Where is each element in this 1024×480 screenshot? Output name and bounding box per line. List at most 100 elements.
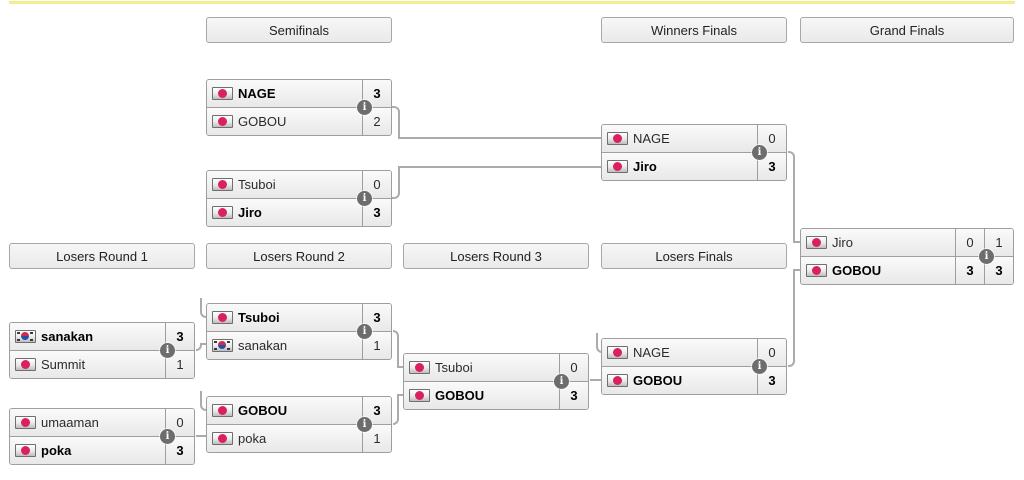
flag-icon-japan: [409, 389, 430, 402]
match-losers-round3: Tsuboi 0 GOBOU 3 i: [403, 353, 589, 410]
connector-line: [793, 269, 800, 271]
connector-line: [397, 366, 403, 368]
score: 3: [362, 304, 391, 331]
flag-icon-japan: [212, 87, 233, 100]
match-row[interactable]: NAGE 0: [602, 125, 786, 152]
score: 3: [165, 437, 194, 464]
flag-icon-japan: [409, 361, 430, 374]
info-icon-glyph: i: [757, 360, 762, 372]
connector-line: [393, 330, 399, 368]
player-name[interactable]: Jiro: [238, 205, 262, 220]
connector-line: [196, 343, 202, 351]
info-icon[interactable]: i: [357, 324, 372, 339]
info-icon[interactable]: i: [752, 145, 767, 160]
match-row[interactable]: NAGE 0: [602, 339, 786, 366]
match-row[interactable]: GOBOU 3 3: [801, 256, 1013, 284]
match-losers-round1-2: umaaman 0 poka 3 i: [9, 408, 195, 465]
flag-icon-japan: [15, 358, 36, 371]
player-name[interactable]: GOBOU: [238, 114, 287, 129]
flag-icon-japan: [607, 374, 628, 387]
round-header-losers-round-1: Losers Round 1: [9, 243, 195, 269]
match-row[interactable]: GOBOU 3: [404, 381, 588, 409]
round-header-label: Semifinals: [269, 22, 329, 38]
round-header-label: Winners Finals: [651, 22, 737, 38]
info-icon[interactable]: i: [554, 374, 569, 389]
player-name[interactable]: GOBOU: [633, 373, 683, 388]
player-name[interactable]: NAGE: [238, 86, 276, 101]
connector-line: [398, 166, 601, 168]
info-icon[interactable]: i: [160, 429, 175, 444]
player-name[interactable]: sanakan: [41, 329, 94, 344]
player-name[interactable]: GOBOU: [238, 403, 288, 418]
player-name[interactable]: Tsuboi: [435, 360, 473, 375]
flag-icon-japan: [15, 444, 36, 457]
score: 0: [559, 354, 588, 381]
connector-line: [392, 166, 400, 199]
info-icon[interactable]: i: [357, 100, 372, 115]
score: 0: [757, 125, 786, 152]
info-icon-glyph: i: [362, 101, 367, 113]
score: 3: [757, 367, 786, 394]
player-name[interactable]: NAGE: [633, 131, 670, 146]
connector-line: [788, 151, 795, 243]
match-losers-round1-1: sanakan 3 Summit 1 i: [9, 322, 195, 379]
player-name[interactable]: Jiro: [633, 159, 657, 174]
flag-icon-japan: [212, 404, 233, 417]
info-icon-glyph: i: [362, 192, 367, 204]
player-name[interactable]: Jiro: [832, 235, 853, 250]
info-icon[interactable]: i: [357, 191, 372, 206]
score-set-2: 1: [984, 229, 1013, 256]
flag-icon-japan: [212, 311, 233, 324]
score: 3: [362, 397, 391, 424]
info-icon[interactable]: i: [979, 249, 994, 264]
match-semifinal-1: NAGE 3 GOBOU 2 i: [206, 79, 392, 136]
player-name[interactable]: NAGE: [633, 345, 670, 360]
player-name[interactable]: poka: [41, 443, 72, 458]
player-name[interactable]: Tsuboi: [238, 177, 276, 192]
score: 1: [165, 351, 194, 378]
info-icon-glyph: i: [984, 250, 989, 262]
flag-icon-south-korea: [212, 339, 233, 352]
connector-line: [793, 241, 800, 243]
match-row[interactable]: Tsuboi 3: [207, 304, 391, 331]
loser-drop-connector: [596, 333, 602, 353]
flag-icon-japan: [212, 432, 233, 445]
player-name[interactable]: Summit: [41, 357, 86, 372]
round-header-label: Losers Round 2: [253, 248, 345, 264]
flag-icon-japan: [607, 346, 628, 359]
player-name[interactable]: poka: [238, 431, 267, 446]
round-header-losers-round-2: Losers Round 2: [206, 243, 392, 269]
connector-line: [200, 343, 206, 345]
loser-drop-connector: [200, 298, 207, 318]
connector-line: [392, 106, 400, 139]
player-name[interactable]: GOBOU: [435, 388, 485, 403]
info-icon[interactable]: i: [752, 359, 767, 374]
info-icon[interactable]: i: [357, 417, 372, 432]
info-icon-glyph: i: [362, 325, 367, 337]
match-losers-finals: NAGE 0 GOBOU 3 i: [601, 338, 787, 395]
match-row[interactable]: GOBOU 3: [207, 397, 391, 424]
player-name[interactable]: GOBOU: [832, 263, 882, 278]
player-name[interactable]: umaaman: [41, 415, 99, 430]
match-losers-round2-1: Tsuboi 3 sanakan 1 i: [206, 303, 392, 360]
match-row[interactable]: Jiro 0 1: [801, 229, 1013, 256]
score-set-1: 3: [955, 257, 984, 284]
player-name[interactable]: sanakan: [238, 338, 288, 353]
info-icon[interactable]: i: [160, 343, 175, 358]
round-header-losers-round-3: Losers Round 3: [403, 243, 589, 269]
connector-line: [590, 379, 601, 381]
match-winners-finals: NAGE 0 Jiro 3 i: [601, 124, 787, 181]
flag-icon-japan: [806, 264, 827, 277]
score: 0: [757, 339, 786, 366]
match-row[interactable]: sanakan 1: [207, 331, 391, 359]
info-icon-glyph: i: [559, 375, 564, 387]
flag-icon-japan: [212, 178, 233, 191]
flag-icon-japan: [806, 236, 827, 249]
round-header-label: Grand Finals: [869, 22, 945, 38]
score: 1: [362, 425, 391, 452]
player-name[interactable]: Tsuboi: [238, 310, 280, 325]
round-header-winners-finals: Winners Finals: [601, 17, 787, 43]
score: 3: [757, 153, 786, 180]
flag-icon-japan: [212, 115, 233, 128]
